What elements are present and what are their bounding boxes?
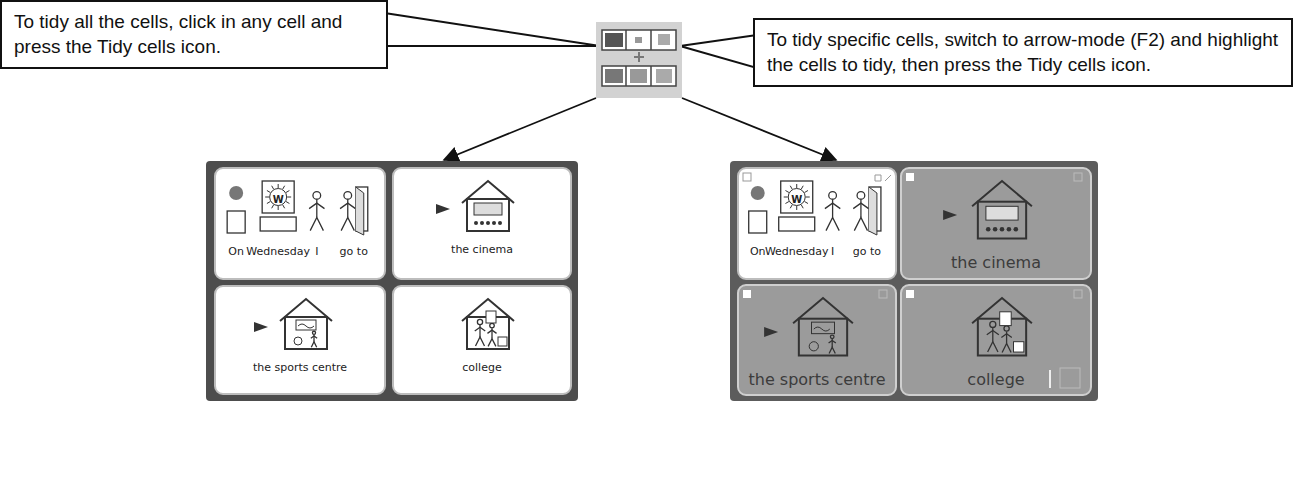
grid-cell: college xyxy=(900,284,1092,396)
cell-text: college xyxy=(462,361,501,374)
cell-text: Wednesday xyxy=(765,245,829,258)
callout-tail xyxy=(680,34,764,70)
cell-text: the sports centre xyxy=(748,370,885,389)
cell-text: I xyxy=(315,245,318,258)
cell-text: the cinema xyxy=(451,243,513,256)
callout-box: To tidy specific cells, switch to arrow-… xyxy=(753,18,1293,87)
symbol-art xyxy=(216,169,384,278)
symbol-art xyxy=(216,287,384,393)
pointer-arrow xyxy=(682,98,836,160)
cell-text: On xyxy=(228,245,244,258)
cell-text: On xyxy=(750,245,766,258)
cell-text: go to xyxy=(853,245,881,258)
symbol-letter: W xyxy=(791,194,802,205)
grid-cell: the cinema xyxy=(900,167,1092,280)
cell-text: Wednesday xyxy=(246,245,310,258)
grid-cell: college xyxy=(392,285,572,395)
pointer-arrow xyxy=(444,98,596,160)
screenshot-frame xyxy=(206,161,578,401)
callout-tail xyxy=(378,12,600,46)
tidy-cells-icon xyxy=(596,22,682,98)
grid-cell: the sports centre xyxy=(214,285,386,395)
grid-cell: the sports centre xyxy=(737,284,897,396)
screenshot-frame xyxy=(730,161,1098,401)
symbol-art xyxy=(394,287,570,393)
cell-text: the cinema xyxy=(951,253,1041,272)
symbol-letter: W xyxy=(273,194,284,205)
callout-text: To tidy all the cells, click in any cell… xyxy=(14,10,374,59)
grid-cell: the cinema xyxy=(392,167,572,280)
callout-box: To tidy all the cells, click in any cell… xyxy=(0,0,388,69)
callout-text: To tidy specific cells, switch to arrow-… xyxy=(767,28,1279,77)
cell-text: college xyxy=(967,370,1024,389)
grid-cell: OnWednesdayIgo to xyxy=(737,167,897,280)
symbol-art xyxy=(394,169,570,278)
cell-text: I xyxy=(831,245,834,258)
cell-text: go to xyxy=(340,245,368,258)
cell-text: the sports centre xyxy=(253,361,347,374)
grid-cell: OnWednesday Igo to xyxy=(214,167,386,280)
symbol-art xyxy=(739,169,895,278)
